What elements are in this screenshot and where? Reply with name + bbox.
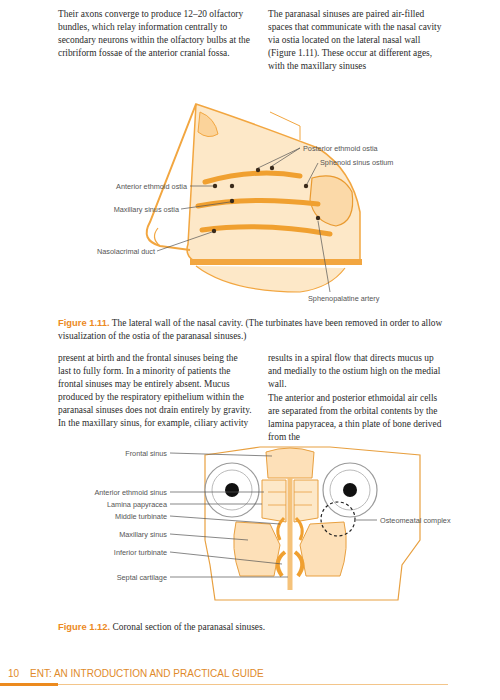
figure-caption: Figure 1.12.	[58, 621, 110, 632]
page-number: 10	[8, 668, 19, 680]
part-label: Maxillary sinus	[119, 530, 167, 539]
footer-rule	[58, 684, 448, 685]
figure-caption: Coronal section of the paranasal sinuses…	[112, 622, 265, 632]
body-paragraph: present at birth and the frontal sinuses…	[58, 352, 252, 430]
body-paragraph: Their axons converge to produce 12–20 ol…	[58, 8, 252, 60]
leader-lines	[170, 453, 377, 577]
part-label: Frontal sinus	[125, 449, 167, 458]
part-label: Sphenopalatine artery	[308, 294, 379, 303]
body-paragraph: results in a spiral flow that directs mu…	[268, 352, 448, 391]
footer-bar	[0, 683, 58, 686]
caption-block: Figure 1.12. Coronal section of the para…	[58, 620, 450, 634]
part-label: Posterior ethmoid ostia	[303, 144, 378, 153]
part-label: Osteomeatal complex	[380, 516, 451, 525]
caption-block: Figure 1.11. The lateral wall of the nas…	[58, 316, 450, 343]
part-label: Nasolacrimal duct	[97, 247, 155, 256]
part-label: Inferior turbinate	[114, 548, 167, 557]
body-paragraph: The paranasal sinuses are paired air-fil…	[268, 8, 448, 73]
part-label: Septal cartilage	[117, 573, 167, 582]
leader-lines	[157, 148, 330, 292]
part-label: Middle turbinate	[115, 512, 167, 521]
part-label: Anterior ethmoid sinus	[94, 488, 167, 497]
part-label: Lamina papyracea	[107, 500, 167, 509]
part-label: Anterior ethmoid ostia	[116, 182, 187, 191]
figure-caption: The lateral wall of the nasal cavity. (T…	[58, 318, 442, 341]
body-paragraph: The anterior and posterior ethmoidal air…	[268, 392, 448, 444]
running-title: ENT: AN INTRODUCTION AND PRACTICAL GUIDE	[30, 668, 264, 680]
lateral-wall-figure	[147, 104, 362, 292]
part-label: Maxillary sinus ostia	[114, 205, 179, 214]
figure-caption: Figure 1.11.	[58, 317, 110, 328]
part-label: Sphenoid sinus ostium	[320, 158, 393, 167]
